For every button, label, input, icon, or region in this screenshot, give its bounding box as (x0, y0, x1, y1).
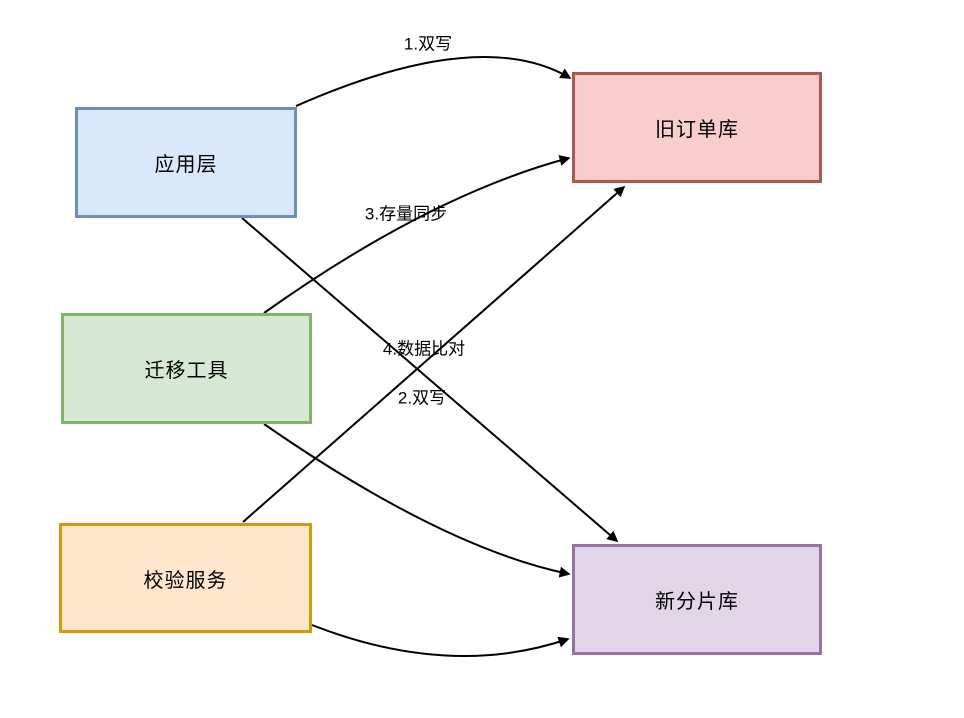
edge-label-step-4: 4.数据比对 (382, 339, 466, 359)
node-label-migration-tool: 迁移工具 (144, 360, 229, 382)
edge-migration-to-new-db (263, 423, 571, 578)
diagram-node-new-shard-db: 新分片库 (572, 544, 822, 655)
edge-label-step-1: 1.双写 (403, 34, 453, 54)
edge-verify-to-old-db (242, 185, 626, 523)
edge-migration-to-old-db (263, 155, 571, 314)
diagram-node-migration-tool: 迁移工具 (61, 313, 312, 424)
edge-label-step-3: 3.存量同步 (364, 204, 448, 224)
edge-app-to-new-db (241, 217, 619, 543)
edge-app-to-old-db (295, 56, 572, 107)
node-label-verify-service: 校验服务 (143, 569, 228, 592)
diagram-node-verify-service: 校验服务 (59, 523, 312, 633)
node-label-new-shard-db: 新分片库 (655, 591, 739, 613)
diagram-node-old-order-db: 旧订单库 (572, 72, 822, 183)
node-label-old-order-db: 旧订单库 (655, 119, 739, 141)
node-label-app-layer: 应用层 (154, 154, 218, 176)
edge-verify-to-new-db (311, 624, 570, 658)
edge-label-step-2: 2.双写 (397, 388, 447, 408)
diagram-node-app-layer: 应用层 (75, 107, 297, 218)
